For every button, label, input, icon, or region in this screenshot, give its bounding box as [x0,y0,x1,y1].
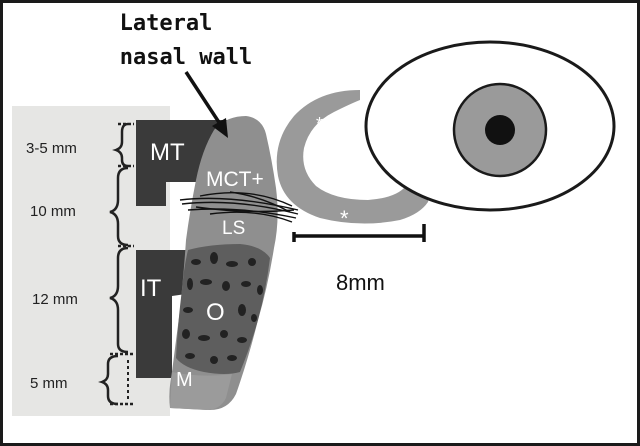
width-bracket [292,224,426,242]
header-line-2: nasal wall [120,45,252,70]
asterisk-bottom: * [340,206,349,231]
periorbital-band [276,90,430,224]
measure-5mm: 5 mm [30,375,68,392]
pointer-arrow-head [212,118,228,138]
label-it: IT [140,275,162,302]
brace-5mm [98,354,119,406]
brace-3-5mm [112,122,129,168]
measure-8mm: 8mm [336,270,385,295]
label-mt: MT [150,139,185,166]
brace-12mm [109,246,129,354]
label-mct: MCT+ [206,168,264,191]
bone-texture [182,252,263,364]
pointer-arrow-shaft [184,71,226,131]
mucosa-region [170,372,232,410]
measure-3-5mm: 3-5 mm [26,140,77,157]
measure-12mm: 12 mm [32,291,78,308]
label-m: M [176,369,193,391]
label-o: O [206,299,225,326]
header-line-1: Lateral [120,11,213,36]
label-ls: LS [222,218,245,239]
pupil [485,115,515,145]
asterisk-top: * [316,114,323,134]
inferior-turbinate [136,250,186,378]
brace-10mm [109,166,129,247]
bone-region [176,244,270,374]
fiber-strands [179,191,299,223]
measure-10mm: 10 mm [30,203,76,220]
